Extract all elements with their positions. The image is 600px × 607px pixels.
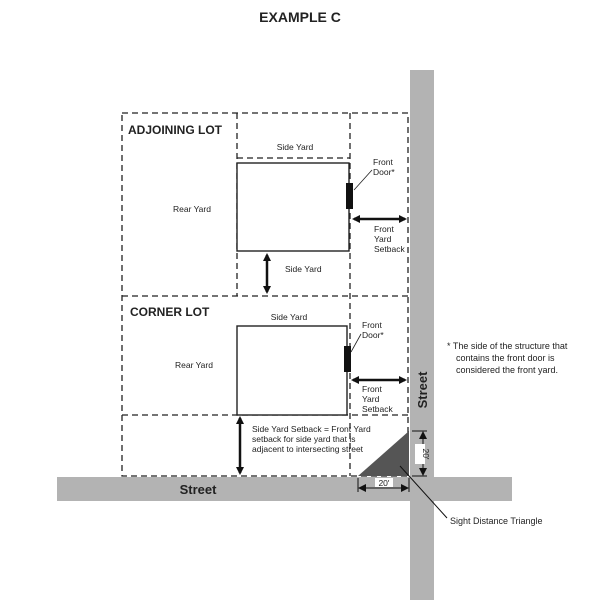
corner-house	[236, 325, 348, 416]
corner-front-door	[344, 346, 351, 372]
adjoining-side-yard-bottom: Side Yard	[285, 264, 322, 274]
corner-rear-yard: Rear Yard	[175, 360, 213, 370]
adjoining-house	[236, 162, 350, 252]
adjoining-door-leader	[353, 169, 373, 191]
vertical-dimension-label: 20'	[421, 448, 431, 459]
corner-lot-label: CORNER LOT	[130, 305, 210, 319]
adjoining-lot-label: ADJOINING LOT	[128, 123, 223, 137]
footnote: * The side of the structure that contain…	[447, 341, 570, 375]
sight-distance-leader	[399, 465, 448, 519]
vertical-street-label: Street	[415, 371, 430, 409]
corner-side-yard-top: Side Yard	[271, 312, 308, 322]
adjoining-front-setback-label: Front Yard Setback	[374, 224, 405, 254]
side-yard-setback-note: Side Yard Setback = Front Yard setback f…	[252, 424, 373, 454]
adjoining-front-door-label: Front Door*	[373, 157, 395, 177]
vertical-dimension-bg	[415, 444, 425, 464]
horizontal-dimension-bg	[375, 478, 393, 487]
horizontal-dimension-label: 20'	[378, 478, 389, 488]
vertical-street	[410, 70, 434, 600]
adjoining-side-yard-top: Side Yard	[277, 142, 314, 152]
horizontal-street	[57, 477, 512, 501]
adjoining-rear-yard: Rear Yard	[173, 204, 211, 214]
horizontal-street-label: Street	[180, 482, 218, 497]
corner-front-setback-label: Front Yard Setback	[362, 384, 393, 414]
adjoining-front-door	[346, 183, 353, 209]
diagram-title: EXAMPLE C	[259, 9, 341, 25]
corner-front-door-label: Front Door*	[362, 320, 384, 340]
corner-door-leader	[350, 333, 362, 353]
sight-distance-triangle	[358, 431, 409, 476]
sight-distance-label: Sight Distance Triangle	[450, 516, 543, 526]
